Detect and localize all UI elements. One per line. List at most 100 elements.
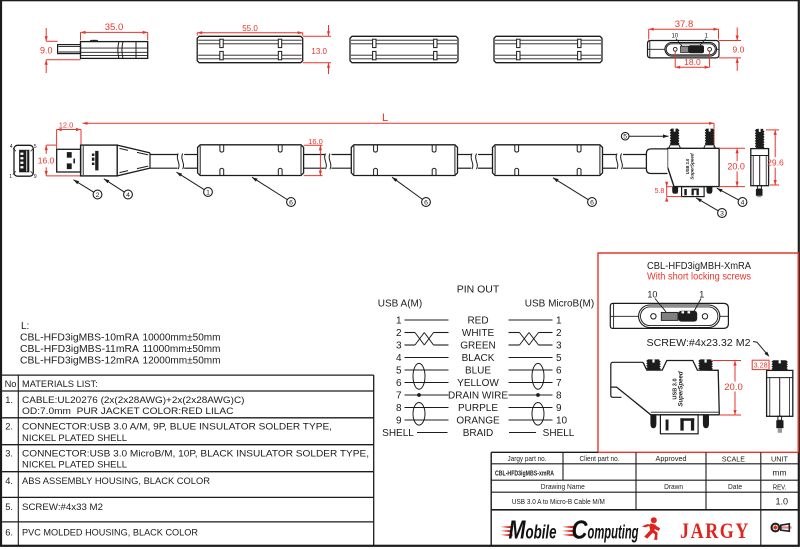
svg-text:BLUE: BLUE — [465, 366, 491, 377]
svg-text:18.0: 18.0 — [684, 57, 701, 67]
svg-text:9.0: 9.0 — [732, 45, 744, 55]
svg-text:CBL-HFD3igMBS-12mRA: CBL-HFD3igMBS-12mRA — [20, 356, 139, 367]
svg-text:9.0: 9.0 — [40, 46, 53, 56]
svg-text:55.0: 55.0 — [242, 24, 258, 33]
svg-text:No: No — [5, 379, 17, 389]
svg-text:USB 3.0 A to Micro-B Cable M/M: USB 3.0 A to Micro-B Cable M/M — [512, 497, 605, 506]
svg-text:2: 2 — [96, 192, 100, 199]
svg-text:L: L — [382, 112, 388, 124]
svg-text:5: 5 — [34, 144, 37, 150]
svg-text:SuperSpeed: SuperSpeed — [679, 371, 685, 406]
svg-text:M: M — [509, 515, 527, 545]
svg-text:1: 1 — [699, 290, 704, 300]
svg-text:10: 10 — [647, 290, 657, 300]
svg-text:6: 6 — [590, 199, 594, 206]
svg-text:4: 4 — [741, 199, 745, 206]
svg-text:BRAID: BRAID — [463, 428, 494, 439]
svg-text:5: 5 — [556, 353, 562, 364]
svg-text:4: 4 — [396, 353, 402, 364]
svg-text:USB A(M): USB A(M) — [378, 299, 422, 310]
svg-text:1: 1 — [9, 174, 12, 180]
svg-text:1: 1 — [556, 316, 562, 327]
svg-text:MATERIALS LIST:: MATERIALS LIST: — [22, 379, 98, 389]
svg-text:7: 7 — [556, 378, 562, 389]
svg-text:29.6: 29.6 — [767, 157, 784, 167]
svg-text:5: 5 — [396, 366, 402, 377]
svg-text:16.0: 16.0 — [38, 156, 55, 166]
svg-text:11000mm±50mm: 11000mm±50mm — [143, 344, 221, 355]
svg-text:USB MicroB(M): USB MicroB(M) — [525, 299, 594, 310]
svg-text:SCREW:#4x23.32 M2: SCREW:#4x23.32 M2 — [647, 337, 751, 349]
svg-text:CBL-HFD3igMBS-xmRA: CBL-HFD3igMBS-xmRA — [495, 470, 554, 477]
svg-text:USB 3.0: USB 3.0 — [673, 378, 679, 399]
svg-text:37.8: 37.8 — [675, 19, 694, 30]
svg-text:CABLE:UL20276 (2x(2x28AWG)+2x(: CABLE:UL20276 (2x(2x28AWG)+2x(2x28AWG)C) — [22, 395, 244, 405]
svg-text:2.: 2. — [5, 422, 13, 432]
svg-text:16.0: 16.0 — [308, 137, 323, 146]
svg-text:1: 1 — [206, 189, 210, 196]
svg-text:SHELL: SHELL — [382, 428, 414, 439]
svg-text:10: 10 — [671, 34, 678, 40]
svg-text:JARGY: JARGY — [680, 518, 750, 543]
svg-text:1: 1 — [396, 316, 402, 327]
svg-text:Approved: Approved — [656, 454, 687, 463]
svg-text:6: 6 — [556, 366, 562, 377]
svg-text:4.: 4. — [5, 476, 13, 486]
svg-text:4: 4 — [10, 144, 13, 150]
svg-text:Date: Date — [728, 482, 742, 491]
svg-text:YELLOW: YELLOW — [457, 378, 499, 389]
svg-text:DRAIN WIRE: DRAIN WIRE — [448, 391, 508, 402]
svg-text:obile: obile — [526, 523, 557, 544]
svg-text:12.0: 12.0 — [59, 120, 74, 129]
svg-text:omputing: omputing — [588, 523, 639, 544]
svg-text:SuperSpeed: SuperSpeed — [690, 153, 695, 180]
svg-text:3.28: 3.28 — [754, 361, 768, 370]
svg-text:PIN OUT: PIN OUT — [457, 284, 500, 296]
svg-text:3: 3 — [720, 210, 724, 217]
svg-text:RED: RED — [467, 316, 488, 327]
svg-text:6: 6 — [396, 378, 402, 389]
svg-text:10: 10 — [556, 416, 568, 427]
svg-text:35.0: 35.0 — [105, 22, 124, 33]
svg-text:20.0: 20.0 — [724, 382, 743, 393]
svg-text:5: 5 — [623, 134, 627, 141]
svg-text:5.8: 5.8 — [655, 188, 665, 195]
svg-text:6: 6 — [424, 199, 428, 206]
svg-text:Drawn: Drawn — [664, 482, 683, 491]
svg-text:9: 9 — [556, 403, 562, 414]
svg-text:Client part no.: Client part no. — [580, 454, 620, 463]
svg-text:2: 2 — [396, 328, 402, 339]
svg-text:L:: L: — [21, 321, 29, 332]
svg-text:9: 9 — [396, 416, 402, 427]
svg-text:OD:7.0mm PUR JACKET COLOR:RED: OD:7.0mm PUR JACKET COLOR:RED LILAC — [22, 406, 234, 416]
svg-text:GREEN: GREEN — [460, 341, 496, 352]
svg-text:10000mm±50mm: 10000mm±50mm — [143, 333, 221, 344]
svg-text:1.: 1. — [5, 395, 13, 405]
svg-text:20.0: 20.0 — [727, 162, 745, 172]
svg-text:3: 3 — [396, 341, 402, 352]
svg-text:REV.: REV. — [773, 482, 787, 491]
svg-text:USB 3.0: USB 3.0 — [685, 158, 690, 174]
svg-text:CONNECTOR:USB 3.0 A/M, 9P, BLU: CONNECTOR:USB 3.0 A/M, 9P, BLUE INSULATO… — [22, 422, 332, 432]
svg-text:ABS ASSEMBLY HOUSING, BLACK CO: ABS ASSEMBLY HOUSING, BLACK COLOR — [22, 476, 210, 486]
svg-text:CBL-HFD3igMBS-10mRA: CBL-HFD3igMBS-10mRA — [20, 333, 139, 344]
svg-text:SCREW:#4x33 M2: SCREW:#4x33 M2 — [22, 502, 103, 512]
svg-text:4: 4 — [126, 192, 130, 199]
svg-text:6.: 6. — [5, 528, 13, 538]
svg-text:CONNECTOR:USB 3.0 MicroB/M, 10: CONNECTOR:USB 3.0 MicroB/M, 10P, BLACK I… — [22, 448, 369, 458]
svg-text:5.: 5. — [5, 502, 13, 512]
svg-text:PVC MOLDED HOUSING, BLACK COLO: PVC MOLDED HOUSING, BLACK COLOR — [22, 528, 198, 538]
svg-text:13.0: 13.0 — [311, 47, 327, 56]
svg-text:SCALE: SCALE — [722, 454, 745, 463]
svg-text:With short locking screws: With short locking screws — [647, 272, 751, 283]
svg-text:8: 8 — [396, 403, 402, 414]
svg-text:CBL-HFD3igMBS-11mRA: CBL-HFD3igMBS-11mRA — [20, 344, 139, 355]
svg-text:PURPLE: PURPLE — [458, 403, 498, 414]
svg-text:2: 2 — [556, 328, 562, 339]
svg-text:SHELL: SHELL — [543, 428, 575, 439]
svg-text:Drawing Name: Drawing Name — [541, 482, 585, 491]
svg-text:NICKEL PLATED SHELL: NICKEL PLATED SHELL — [22, 433, 127, 443]
svg-text:3: 3 — [556, 341, 562, 352]
svg-text:1: 1 — [705, 34, 709, 40]
svg-text:6: 6 — [289, 199, 293, 206]
